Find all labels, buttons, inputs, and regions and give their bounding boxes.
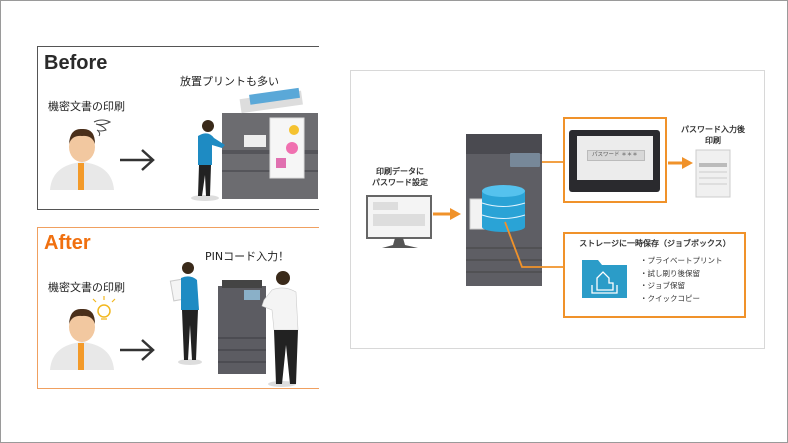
storage-item: ・試し刷り後保留 xyxy=(640,268,700,278)
arrow-icon xyxy=(120,149,155,171)
password-field: パスワード ＊＊＊ xyxy=(587,150,645,161)
print-label-line2: 印刷 xyxy=(705,136,721,145)
man-entering-pin-icon xyxy=(261,271,299,387)
storage-item: ・プライベートプリント xyxy=(640,256,723,265)
storage-item: ・ジョブ保留 xyxy=(640,281,685,290)
storage-list: ・プライベートプリント ・試し刷り後保留 ・ジョブ保留 ・クイックコピー xyxy=(640,255,723,305)
panel-callout-box xyxy=(563,117,667,203)
print-label: パスワード入力後 印刷 xyxy=(672,124,754,146)
before-caption: 放置プリントも多い xyxy=(180,75,279,88)
pc-label-line1: 印刷データに xyxy=(376,167,424,176)
pc-label: 印刷データに パスワード設定 xyxy=(364,166,436,188)
after-subject: 機密文書の印刷 xyxy=(48,281,125,294)
after-caption: PINコード入力！ xyxy=(205,250,290,263)
pc-label-line2: パスワード設定 xyxy=(372,178,428,187)
database-icon xyxy=(481,185,526,232)
after-box xyxy=(37,227,319,389)
folder-print-icon xyxy=(582,260,627,298)
storage-title: ストレージに一時保存（ジョブボックス） xyxy=(579,239,731,248)
worried-person-icon xyxy=(50,119,114,190)
woman-with-paper-icon xyxy=(169,262,202,365)
jobbox-diagram-panel xyxy=(350,70,765,349)
printer-with-left-prints-icon xyxy=(222,87,318,199)
printed-document-icon xyxy=(695,149,731,198)
idea-person-icon xyxy=(50,296,116,370)
before-title: Before xyxy=(44,52,108,74)
before-subject: 機密文書の印刷 xyxy=(48,100,125,113)
arrow-right-icon xyxy=(450,208,461,220)
printer-icon xyxy=(218,280,266,374)
storage-callout-box xyxy=(563,232,746,318)
print-label-line1: パスワード入力後 xyxy=(681,125,745,134)
before-box xyxy=(37,46,319,210)
arrow-icon xyxy=(120,339,155,361)
woman-at-printer-icon xyxy=(191,120,225,201)
after-title: After xyxy=(44,232,91,254)
pc-monitor-icon xyxy=(366,195,432,248)
storage-item: ・クイックコピー xyxy=(640,293,700,303)
arrow-right-icon xyxy=(682,157,693,169)
